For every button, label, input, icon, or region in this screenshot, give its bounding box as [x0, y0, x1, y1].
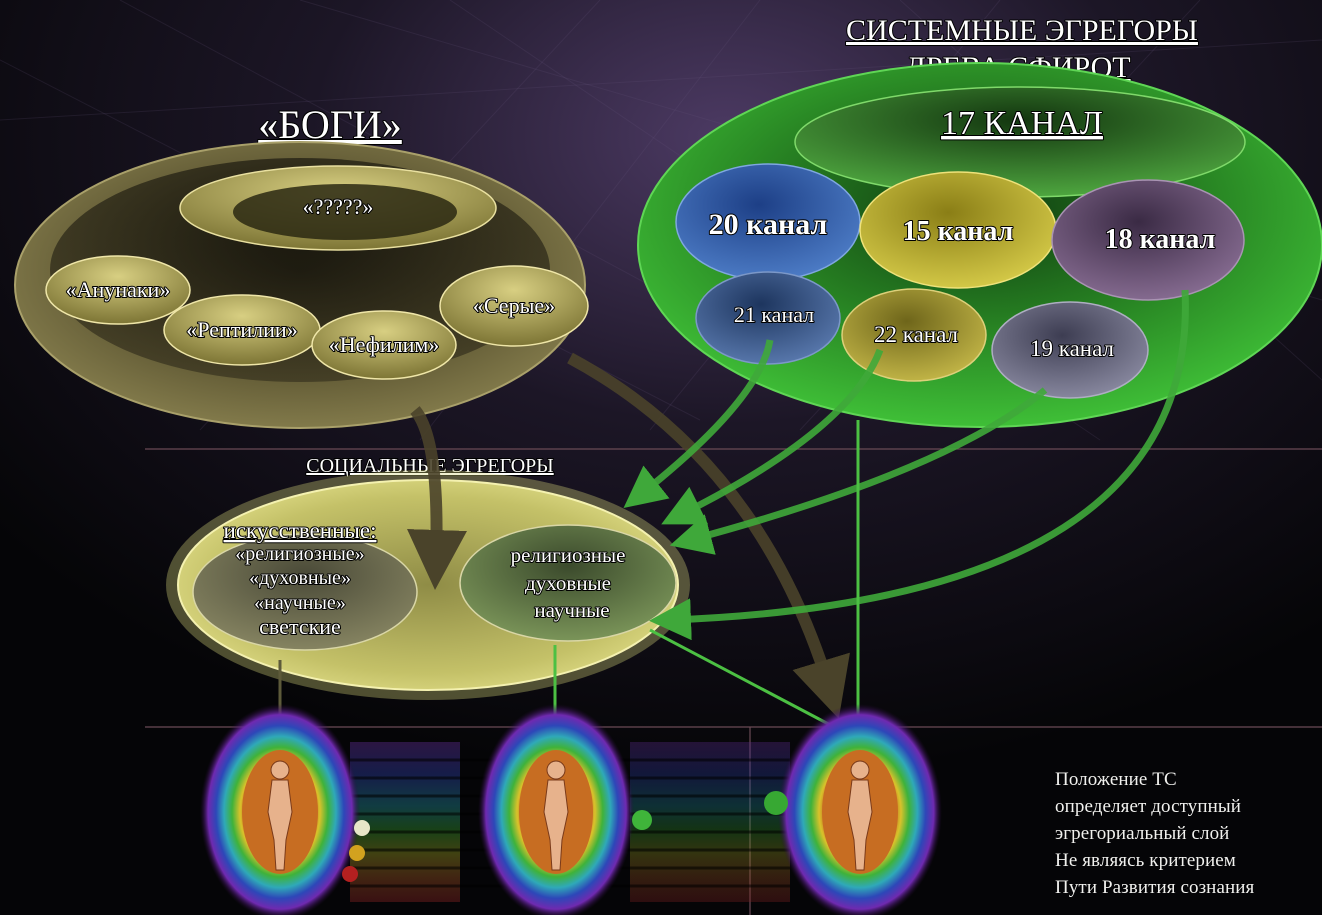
channel-22-label: 22 канал — [874, 322, 958, 347]
channel-18-label: 18 канал — [1105, 224, 1216, 255]
system-group: СИСТЕМНЫЕ ЭГРЕГОРЫ ДРЕВА СФИРОТ 17 КАНАЛ… — [637, 13, 1322, 428]
social-artificial-item: «научные» — [254, 592, 346, 614]
human-figure-icon — [847, 760, 873, 871]
person-3 — [764, 704, 942, 915]
arrow-ch22-to-social — [661, 348, 884, 525]
arrow-gods-to-social — [407, 406, 467, 590]
system-top-channel — [794, 86, 1246, 198]
note-line: Положение ТС — [1055, 769, 1177, 790]
arrow-ch19-to-social — [669, 387, 1048, 555]
social-artificial-item: светские — [259, 614, 341, 639]
gods-top-label: «?????» — [303, 194, 374, 219]
system-top-channel-label: 17 КАНАЛ — [941, 105, 1103, 142]
note-line: эгрегориальный слой — [1055, 823, 1230, 844]
gods-title: «БОГИ» — [258, 102, 402, 147]
note-line: определяет доступный — [1055, 796, 1242, 817]
note-line: Пути Развития сознания — [1055, 877, 1255, 898]
gods-label-reptilii: «Рептилии» — [186, 317, 297, 342]
channel-18 — [1051, 179, 1245, 301]
arrow-ch18-to-social — [649, 289, 1189, 641]
social-natural-item: религиозные — [511, 543, 626, 567]
social-natural-item: духовные — [525, 571, 611, 595]
channel-21 — [695, 271, 841, 365]
chakra-dot-red — [342, 866, 358, 882]
explanation-note: Положение ТС определяет доступный эгрего… — [1055, 766, 1317, 901]
chakra-dot-white — [354, 820, 370, 836]
human-figure-icon — [543, 760, 569, 871]
social-artificial-item: «духовные» — [249, 567, 351, 589]
social-artificial-circle — [192, 533, 418, 651]
human-figure-icon — [267, 760, 293, 871]
person-1 — [200, 704, 370, 915]
gods-label-anunaki: «Анунаки» — [66, 277, 171, 302]
aura-stripes — [350, 742, 790, 902]
gods-pill-nefilim — [311, 310, 457, 380]
gods-label-serye: «Серые» — [473, 293, 555, 318]
gods-group: «БОГИ» «?????» «Анунаки» «Рептилии» «Неф… — [14, 101, 589, 429]
channel-15-label: 15 канал — [903, 216, 1014, 247]
channel-20-label: 20 канал — [709, 208, 828, 241]
gods-label-nefilim: «Нефилим» — [329, 332, 440, 357]
channel-19 — [991, 301, 1149, 399]
chakra-dot-green — [632, 810, 652, 830]
social-artificial-item: «религиозные» — [235, 543, 364, 565]
chakra-dot-green — [764, 791, 788, 815]
chakra-dot-yellow — [349, 845, 365, 861]
gods-pill-serye — [439, 265, 589, 347]
gods-pill-anunaki — [45, 255, 191, 325]
person-2 — [478, 704, 652, 915]
social-artificial-heading: искусственные: — [224, 518, 377, 543]
channel-19-label: 19 канал — [1030, 336, 1114, 361]
note-line: Не являясь критерием — [1055, 850, 1236, 871]
channel-21-label: 21 канал — [734, 302, 814, 327]
arrow-ch21-to-social — [623, 339, 774, 509]
social-natural-item: научные — [534, 598, 609, 622]
system-title-line1: СИСТЕМНЫЕ ЭГРЕГОРЫ — [846, 14, 1198, 47]
green-arrows — [623, 289, 1189, 641]
